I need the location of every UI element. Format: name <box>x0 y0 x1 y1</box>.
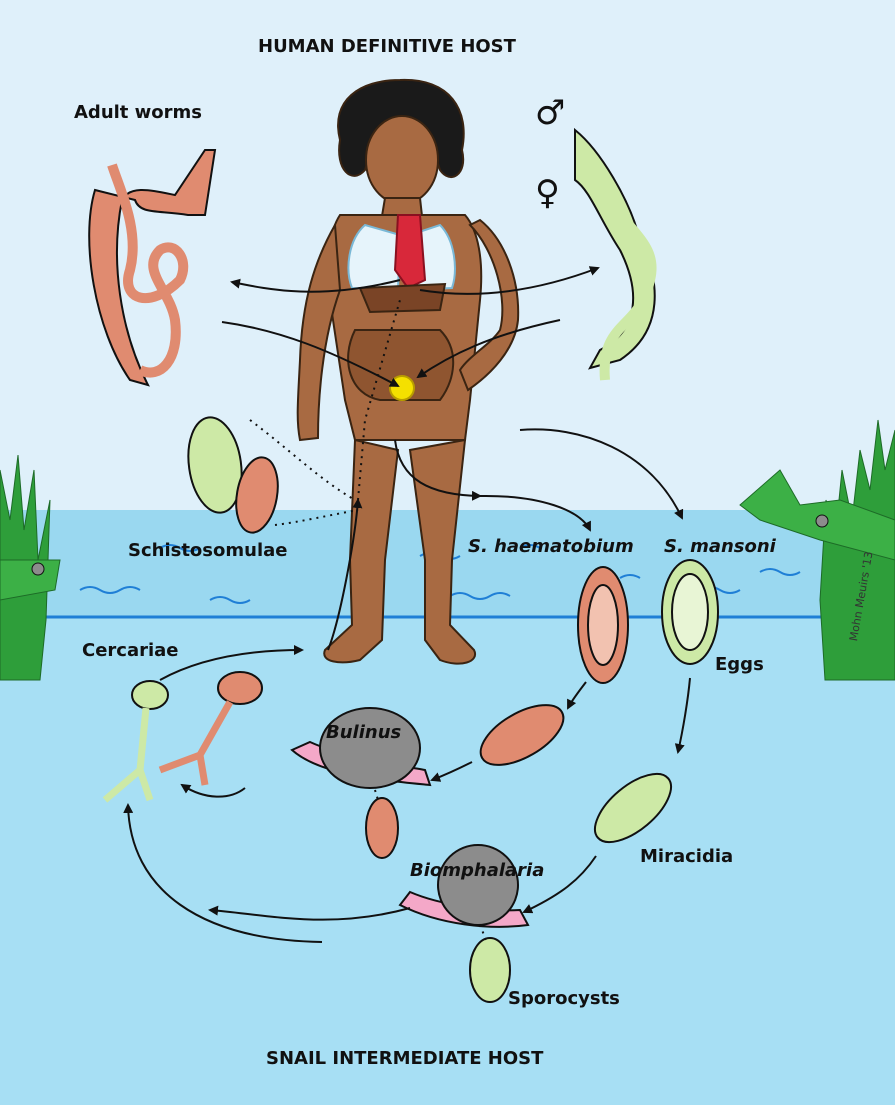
label-miracidia: Miracidia <box>640 848 733 866</box>
female-symbol: ♀ <box>535 176 560 210</box>
bladder <box>390 376 414 400</box>
neck <box>382 198 422 216</box>
label-s-haematobium: S. haematobium <box>468 538 634 556</box>
face <box>366 116 438 204</box>
label-sporocysts: Sporocysts <box>508 990 620 1008</box>
heart-vessels <box>395 215 425 288</box>
egg-haematobium <box>578 567 628 683</box>
sporocyst-mansoni <box>470 938 510 1002</box>
small-snail-right <box>816 515 828 527</box>
label-schistosomulae: Schistosomulae <box>128 542 287 560</box>
label-adult-worms: Adult worms <box>74 104 202 122</box>
male-symbol: ♂ <box>535 96 565 130</box>
top-title: HUMAN DEFINITIVE HOST <box>258 38 516 56</box>
small-snail-left <box>32 563 44 575</box>
label-biomphalaria: Biomphalaria <box>410 862 544 880</box>
egg-mansoni <box>662 560 718 664</box>
bottom-title: SNAIL INTERMEDIATE HOST <box>266 1050 543 1068</box>
sporocyst-haematobium <box>366 798 398 858</box>
label-s-mansoni: S. mansoni <box>664 538 776 556</box>
label-bulinus: Bulinus <box>326 724 401 742</box>
label-cercariae: Cercariae <box>82 642 179 660</box>
liver <box>360 284 445 312</box>
label-eggs: Eggs <box>715 656 764 674</box>
